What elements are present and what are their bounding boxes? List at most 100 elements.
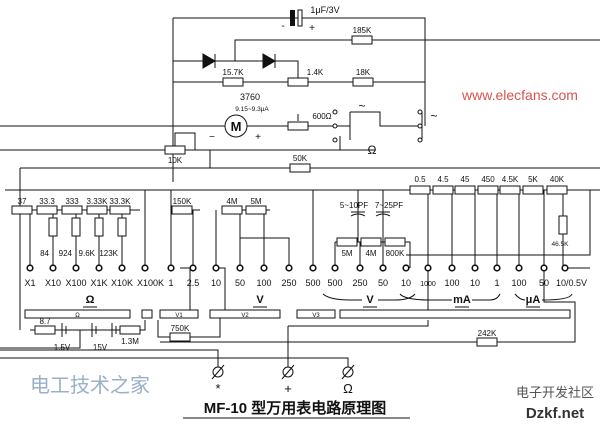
range-terminal-dcv[interactable] bbox=[212, 264, 220, 272]
range-terminal-ua[interactable] bbox=[561, 264, 569, 272]
range-terminal-dcv[interactable] bbox=[309, 264, 317, 272]
watermark-dzkf-cn: 电子开发社区 bbox=[516, 385, 594, 400]
range-terminal-dcv[interactable] bbox=[285, 264, 293, 272]
watermark-elecfans: www.elecfans.com bbox=[461, 87, 578, 103]
range-terminal-ohm[interactable] bbox=[118, 264, 126, 272]
range-label-ohm: X1K bbox=[90, 278, 107, 288]
ohm-shunt-label: 84 bbox=[40, 249, 49, 258]
range-terminal-ma[interactable] bbox=[471, 264, 479, 272]
meter-plus: + bbox=[255, 132, 261, 143]
resistor-current-shunt bbox=[477, 185, 499, 195]
trimmer-capacitor-icon bbox=[350, 211, 366, 217]
current-shunt-label: 4.5 bbox=[437, 175, 449, 184]
capacitor-label: 1μF/3V bbox=[310, 5, 339, 15]
resistor-185k-label: 185K bbox=[353, 26, 372, 35]
range-terminal-acv[interactable] bbox=[402, 264, 410, 272]
jack-label: * bbox=[215, 381, 220, 396]
ohm-shunt-label: 123K bbox=[99, 249, 118, 258]
resistor-acv bbox=[384, 237, 406, 247]
ohm-shunt-label: 924 bbox=[59, 249, 73, 258]
range-label-acv: 500 bbox=[327, 278, 342, 288]
output-jack[interactable] bbox=[341, 364, 355, 380]
current-shunt-label: 40K bbox=[550, 175, 565, 184]
range-terminal-ua[interactable] bbox=[540, 264, 548, 272]
resistor-185k bbox=[351, 35, 373, 45]
pot-600 bbox=[287, 121, 309, 131]
output-jack[interactable] bbox=[211, 364, 225, 380]
diagram-title: MF-10 型万用表电路原理图 bbox=[204, 399, 387, 417]
range-terminal-ma[interactable] bbox=[493, 264, 501, 272]
resistor-ohm-series bbox=[11, 205, 33, 215]
resistor-ohm-shunt bbox=[117, 217, 127, 237]
output-jack[interactable] bbox=[281, 364, 295, 380]
diode-icon bbox=[262, 53, 276, 69]
jack-label: Ω bbox=[343, 381, 353, 396]
capacitor-minus: - bbox=[281, 21, 284, 32]
battery-icon bbox=[111, 323, 117, 337]
range-switch-wafer bbox=[209, 309, 281, 319]
group-label-dcv: V bbox=[256, 294, 264, 306]
resistor-8-7-label: 8.7 bbox=[39, 317, 51, 326]
range-terminal-dcv[interactable] bbox=[189, 264, 197, 272]
wires bbox=[0, 17, 600, 372]
resistor-ohm-series bbox=[61, 205, 83, 215]
ma-brace bbox=[399, 293, 501, 301]
range-terminal-ohm[interactable] bbox=[26, 264, 34, 272]
ac-symbol: ~ bbox=[358, 99, 365, 113]
resistor-dcv bbox=[245, 205, 267, 215]
battery-15v-label: 15V bbox=[93, 343, 108, 352]
resistor-ohm-series bbox=[36, 205, 58, 215]
range-terminal-acv[interactable] bbox=[331, 264, 339, 272]
range-switch-wafer bbox=[339, 309, 571, 319]
resistor-242k bbox=[476, 337, 498, 347]
battery-icon bbox=[91, 323, 97, 337]
group-label-ua: μA bbox=[526, 294, 541, 306]
resistor-ohm-shunt bbox=[48, 217, 58, 237]
ua-brace bbox=[514, 293, 573, 301]
range-terminal-dcv[interactable] bbox=[236, 264, 244, 272]
resistor-current-shunt bbox=[546, 185, 568, 195]
switch-contacts bbox=[332, 109, 423, 143]
meter-minus: − bbox=[209, 132, 215, 143]
range-label-ua: 10/0.5V bbox=[556, 278, 587, 288]
range-terminal-ma[interactable] bbox=[424, 264, 432, 272]
resistor-1-3m bbox=[119, 325, 141, 335]
range-terminal-ohm[interactable] bbox=[95, 264, 103, 272]
range-terminal-ohm[interactable] bbox=[49, 264, 57, 272]
resistor-current-shunt bbox=[432, 185, 454, 195]
resistor-current-shunt bbox=[454, 185, 476, 195]
resistor-current-shunt bbox=[522, 185, 544, 195]
resistor-acv bbox=[360, 237, 382, 247]
range-terminal-dcv[interactable] bbox=[167, 264, 175, 272]
range-label-ohm: X10K bbox=[111, 278, 133, 288]
ohm-series-label: 37 bbox=[18, 197, 27, 206]
watermark-dzkf-net: Dzkf.net bbox=[526, 405, 584, 422]
range-terminal-ohm[interactable] bbox=[141, 264, 149, 272]
capacitor-plus: + bbox=[309, 23, 315, 34]
diode-icon bbox=[202, 53, 216, 69]
range-label-acv: 10 bbox=[401, 278, 411, 288]
meter-icon bbox=[224, 114, 248, 138]
ohm-shunt-label: 9.6K bbox=[79, 249, 96, 258]
range-terminal-ua[interactable] bbox=[515, 264, 523, 272]
resistor-ohm-series bbox=[86, 205, 108, 215]
resistor-ohm-series bbox=[109, 205, 131, 215]
current-shunt-label: 5K bbox=[528, 175, 538, 184]
range-label-ua: 50 bbox=[539, 278, 549, 288]
resistor-dcv bbox=[221, 205, 243, 215]
meter-resistance-label: 3760 bbox=[240, 92, 260, 102]
range-label-acv: 50 bbox=[378, 278, 388, 288]
range-terminal-ohm[interactable] bbox=[72, 264, 80, 272]
range-label-ua: 100 bbox=[511, 278, 526, 288]
range-terminal-acv[interactable] bbox=[356, 264, 364, 272]
range-terminal-ma[interactable] bbox=[448, 264, 456, 272]
range-label-ohm: X100K bbox=[137, 278, 164, 288]
range-terminal-acv[interactable] bbox=[379, 264, 387, 272]
group-label-ma: mA bbox=[453, 294, 471, 306]
range-terminal-dcv[interactable] bbox=[260, 264, 268, 272]
acv-resistor-label: 800K bbox=[386, 249, 405, 258]
trimmer-capacitor-icon bbox=[375, 211, 391, 217]
range-label-dcv: 100 bbox=[256, 278, 271, 288]
pot-600-label: 600Ω bbox=[312, 112, 331, 121]
